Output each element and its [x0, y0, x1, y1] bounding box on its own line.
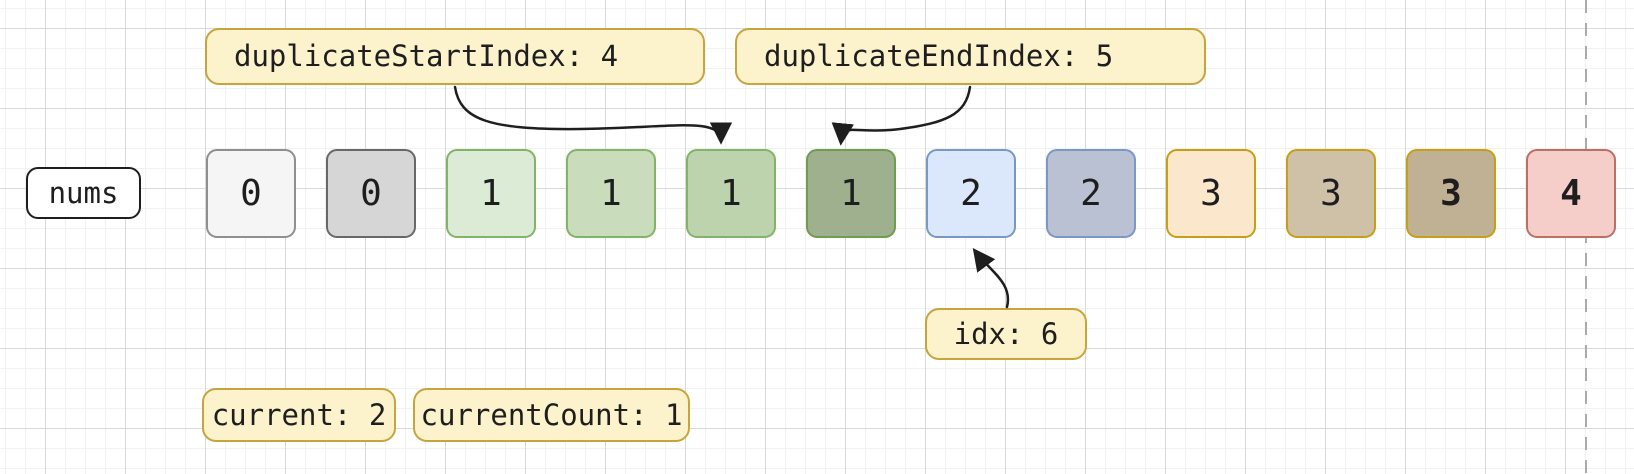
note-current-count-label: currentCount: 1	[420, 397, 683, 432]
array-cell-6: 2	[926, 149, 1016, 238]
array-cell-7: 2	[1046, 149, 1136, 238]
note-idx-label: idx: 6	[953, 316, 1059, 351]
note-duplicate-end-index: duplicateEndIndex: 5	[735, 28, 1206, 85]
array-name-label: nums	[48, 176, 119, 210]
note-duplicate-start-index: duplicateStartIndex: 4	[205, 28, 705, 85]
array-cell-2: 1	[446, 149, 536, 238]
arrow-duplicate-start-to-cell-4	[453, 85, 733, 145]
array-name-tag: nums	[26, 167, 141, 219]
array-cell-4: 1	[686, 149, 776, 238]
note-current: current: 2	[202, 388, 396, 442]
array-cell-5: 1	[806, 149, 896, 238]
array-cell-10: 3	[1406, 149, 1496, 238]
array-cell-1: 0	[326, 149, 416, 238]
array-cell-8: 3	[1166, 149, 1256, 238]
array-cell-9: 3	[1286, 149, 1376, 238]
array-cell-3: 1	[566, 149, 656, 238]
note-idx: idx: 6	[925, 308, 1087, 360]
note-current-label: current: 2	[211, 397, 387, 432]
arrow-idx-to-cell-6	[972, 248, 1010, 309]
array-cell-11: 4	[1526, 149, 1616, 238]
array-cell-0: 0	[206, 149, 296, 238]
note-duplicate-end-index-label: duplicateEndIndex: 5	[764, 39, 1114, 73]
arrow-duplicate-end-to-cell-5	[831, 85, 972, 146]
note-current-count: currentCount: 1	[413, 388, 690, 442]
note-duplicate-start-index-label: duplicateStartIndex: 4	[234, 39, 619, 73]
